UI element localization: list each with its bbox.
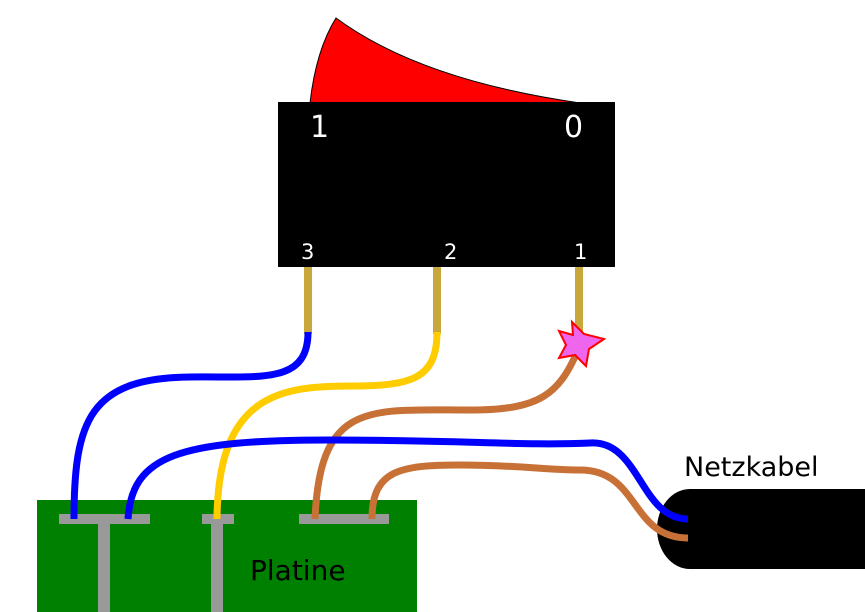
wire-brown-pin1 — [311, 343, 584, 520]
board-label: Platine — [250, 554, 346, 587]
board-post-middle — [211, 519, 223, 612]
switch-position-off-label: 0 — [564, 110, 583, 145]
board-post-left — [98, 519, 110, 612]
star-icon — [557, 319, 607, 369]
power-cable — [657, 489, 865, 569]
wire-blue-cable — [124, 436, 689, 523]
switch-position-on-label: 1 — [310, 110, 329, 145]
pin-2-label: 2 — [444, 240, 457, 264]
pin-3-label: 3 — [301, 240, 314, 264]
board-pad-right — [299, 514, 389, 524]
wire-blue-pin3 — [70, 331, 312, 520]
switch-body — [278, 102, 615, 267]
wire-yellow-pin2 — [213, 331, 441, 520]
cable-label: Netzkabel — [684, 452, 819, 483]
switch-rocker — [309, 17, 581, 104]
pin-1-label: 1 — [574, 240, 587, 264]
wire-brown-cable — [368, 461, 689, 542]
